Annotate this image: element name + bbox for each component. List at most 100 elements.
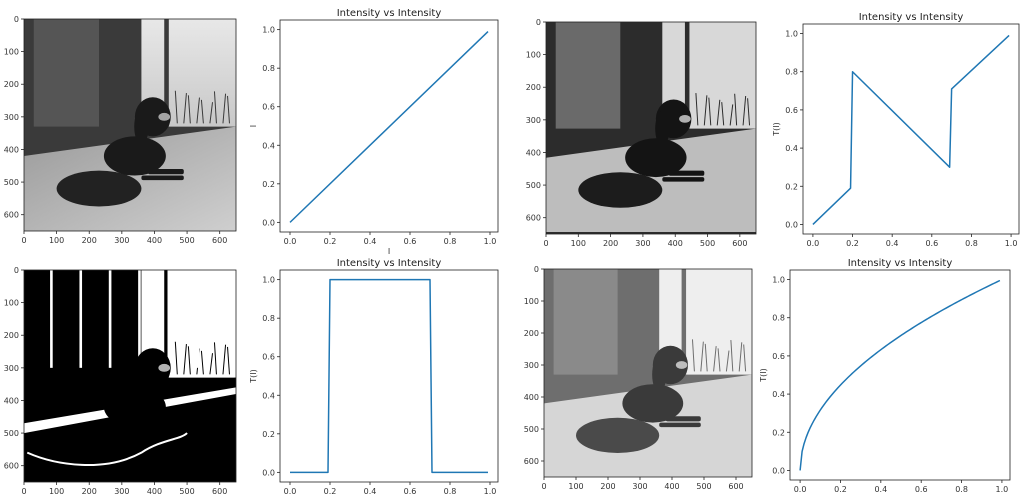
tree-branch	[209, 102, 214, 124]
y-tick-label: 1.0	[772, 276, 785, 285]
x-tick-label: 0.0	[284, 487, 297, 496]
tree-branch	[729, 104, 734, 126]
dog-muzzle	[158, 112, 171, 121]
plot-frame	[279, 269, 499, 483]
x-tick-label: 1.0	[484, 237, 497, 246]
tree-branch	[209, 353, 214, 375]
dog-ear	[655, 110, 670, 147]
x-tick-label: 100	[571, 239, 586, 248]
x-tick-label: 500	[700, 239, 715, 248]
x-tick-label: 0	[541, 482, 546, 491]
y-tick-label: 0	[534, 265, 539, 274]
tree-branch	[704, 343, 708, 372]
x-tick-label: 0.4	[364, 487, 377, 496]
dog-leg	[662, 177, 705, 182]
y-tick-label: 500	[524, 425, 539, 434]
dog-paw	[147, 169, 184, 175]
x-tick-label: 400	[147, 487, 162, 496]
image-frame	[543, 268, 753, 478]
x-tick-label: 0	[21, 236, 26, 245]
dog-photo-binary	[24, 270, 236, 482]
dog-muzzle	[679, 115, 691, 123]
tree-branch	[700, 341, 704, 372]
y-tick-label: 1.0	[785, 30, 798, 39]
dog-photo-gamma	[544, 269, 752, 477]
x-tick-label: 500	[696, 482, 711, 491]
image-frame	[545, 21, 757, 235]
image-frame	[23, 269, 237, 483]
x-tick-label: 0.6	[925, 239, 938, 248]
x-tick-label: 0.0	[284, 237, 297, 246]
y-axis-label: T(I)	[772, 122, 781, 137]
curtain	[553, 269, 618, 375]
dog-shadow	[578, 172, 663, 208]
y-tick-label: 200	[526, 83, 541, 92]
y-tick-label: 500	[4, 429, 19, 438]
window-frame	[164, 19, 169, 127]
image-frame	[23, 18, 237, 232]
series-line	[289, 31, 489, 223]
plot-frame	[789, 269, 1011, 481]
x-tick-label: 0.2	[324, 487, 337, 496]
x-tick-label: 600	[212, 487, 227, 496]
tree-branch	[725, 350, 730, 372]
y-tick-label: 0.4	[785, 144, 798, 153]
curtain-highlight	[50, 270, 53, 368]
y-tick-label: 0.8	[262, 314, 275, 323]
dog-photo-piecewise	[546, 22, 756, 234]
tree-branch	[730, 340, 734, 372]
tree-branch	[716, 99, 721, 126]
tree-branch	[717, 348, 721, 372]
dog-body	[103, 387, 166, 427]
x-tick-label: 600	[732, 239, 747, 248]
dog-body	[622, 384, 684, 423]
dog-shadow	[576, 417, 660, 453]
tree-branch	[227, 346, 230, 375]
dog-paw	[668, 170, 705, 176]
tree-branch	[227, 95, 230, 124]
tree-branch	[742, 95, 747, 126]
dog-shadow	[56, 421, 142, 458]
x-tick-label: 0.2	[846, 239, 859, 248]
curtain-highlight	[108, 270, 112, 368]
tree-branch	[691, 339, 695, 372]
y-tick-label: 300	[524, 361, 539, 370]
x-tick-label: 0.6	[404, 237, 417, 246]
x-tick-label: 400	[668, 239, 683, 248]
x-tick-label: 0.0	[794, 485, 807, 494]
x-tick-label: 0.8	[444, 237, 457, 246]
x-tick-label: 1.0	[484, 487, 497, 496]
x-tick-label: 0.6	[404, 487, 417, 496]
y-tick-label: 0	[14, 15, 19, 24]
series-line	[799, 279, 1001, 471]
dog-muzzle	[675, 361, 688, 369]
x-tick-label: 300	[114, 487, 129, 496]
curtain	[33, 19, 100, 127]
curtain-highlight	[167, 270, 171, 368]
x-tick-label: 0	[543, 239, 548, 248]
chart-title: Intensity vs Intensity	[859, 12, 964, 23]
x-tick-label: 0	[21, 487, 26, 496]
curtain-dark	[102, 19, 139, 127]
x-tick-label: 200	[600, 482, 615, 491]
curtain	[33, 270, 100, 378]
tree-branch	[200, 350, 204, 375]
x-tick-label: 400	[147, 236, 162, 245]
tree-branch	[213, 342, 217, 375]
y-tick-label: 400	[4, 396, 19, 405]
x-tick-label: 1.0	[1005, 239, 1018, 248]
y-tick-label: 300	[4, 113, 19, 122]
tree-branch	[734, 93, 738, 126]
y-tick-label: 400	[4, 145, 19, 154]
y-tick-label: 600	[4, 211, 19, 220]
x-tick-label: 100	[568, 482, 583, 491]
x-tick-label: 0.4	[874, 485, 887, 494]
tree-branch	[743, 344, 747, 372]
y-tick-label: 0.0	[772, 466, 785, 475]
y-tick-label: 0.0	[262, 218, 275, 227]
dog-body	[625, 138, 687, 178]
y-tick-label: 600	[526, 214, 541, 223]
